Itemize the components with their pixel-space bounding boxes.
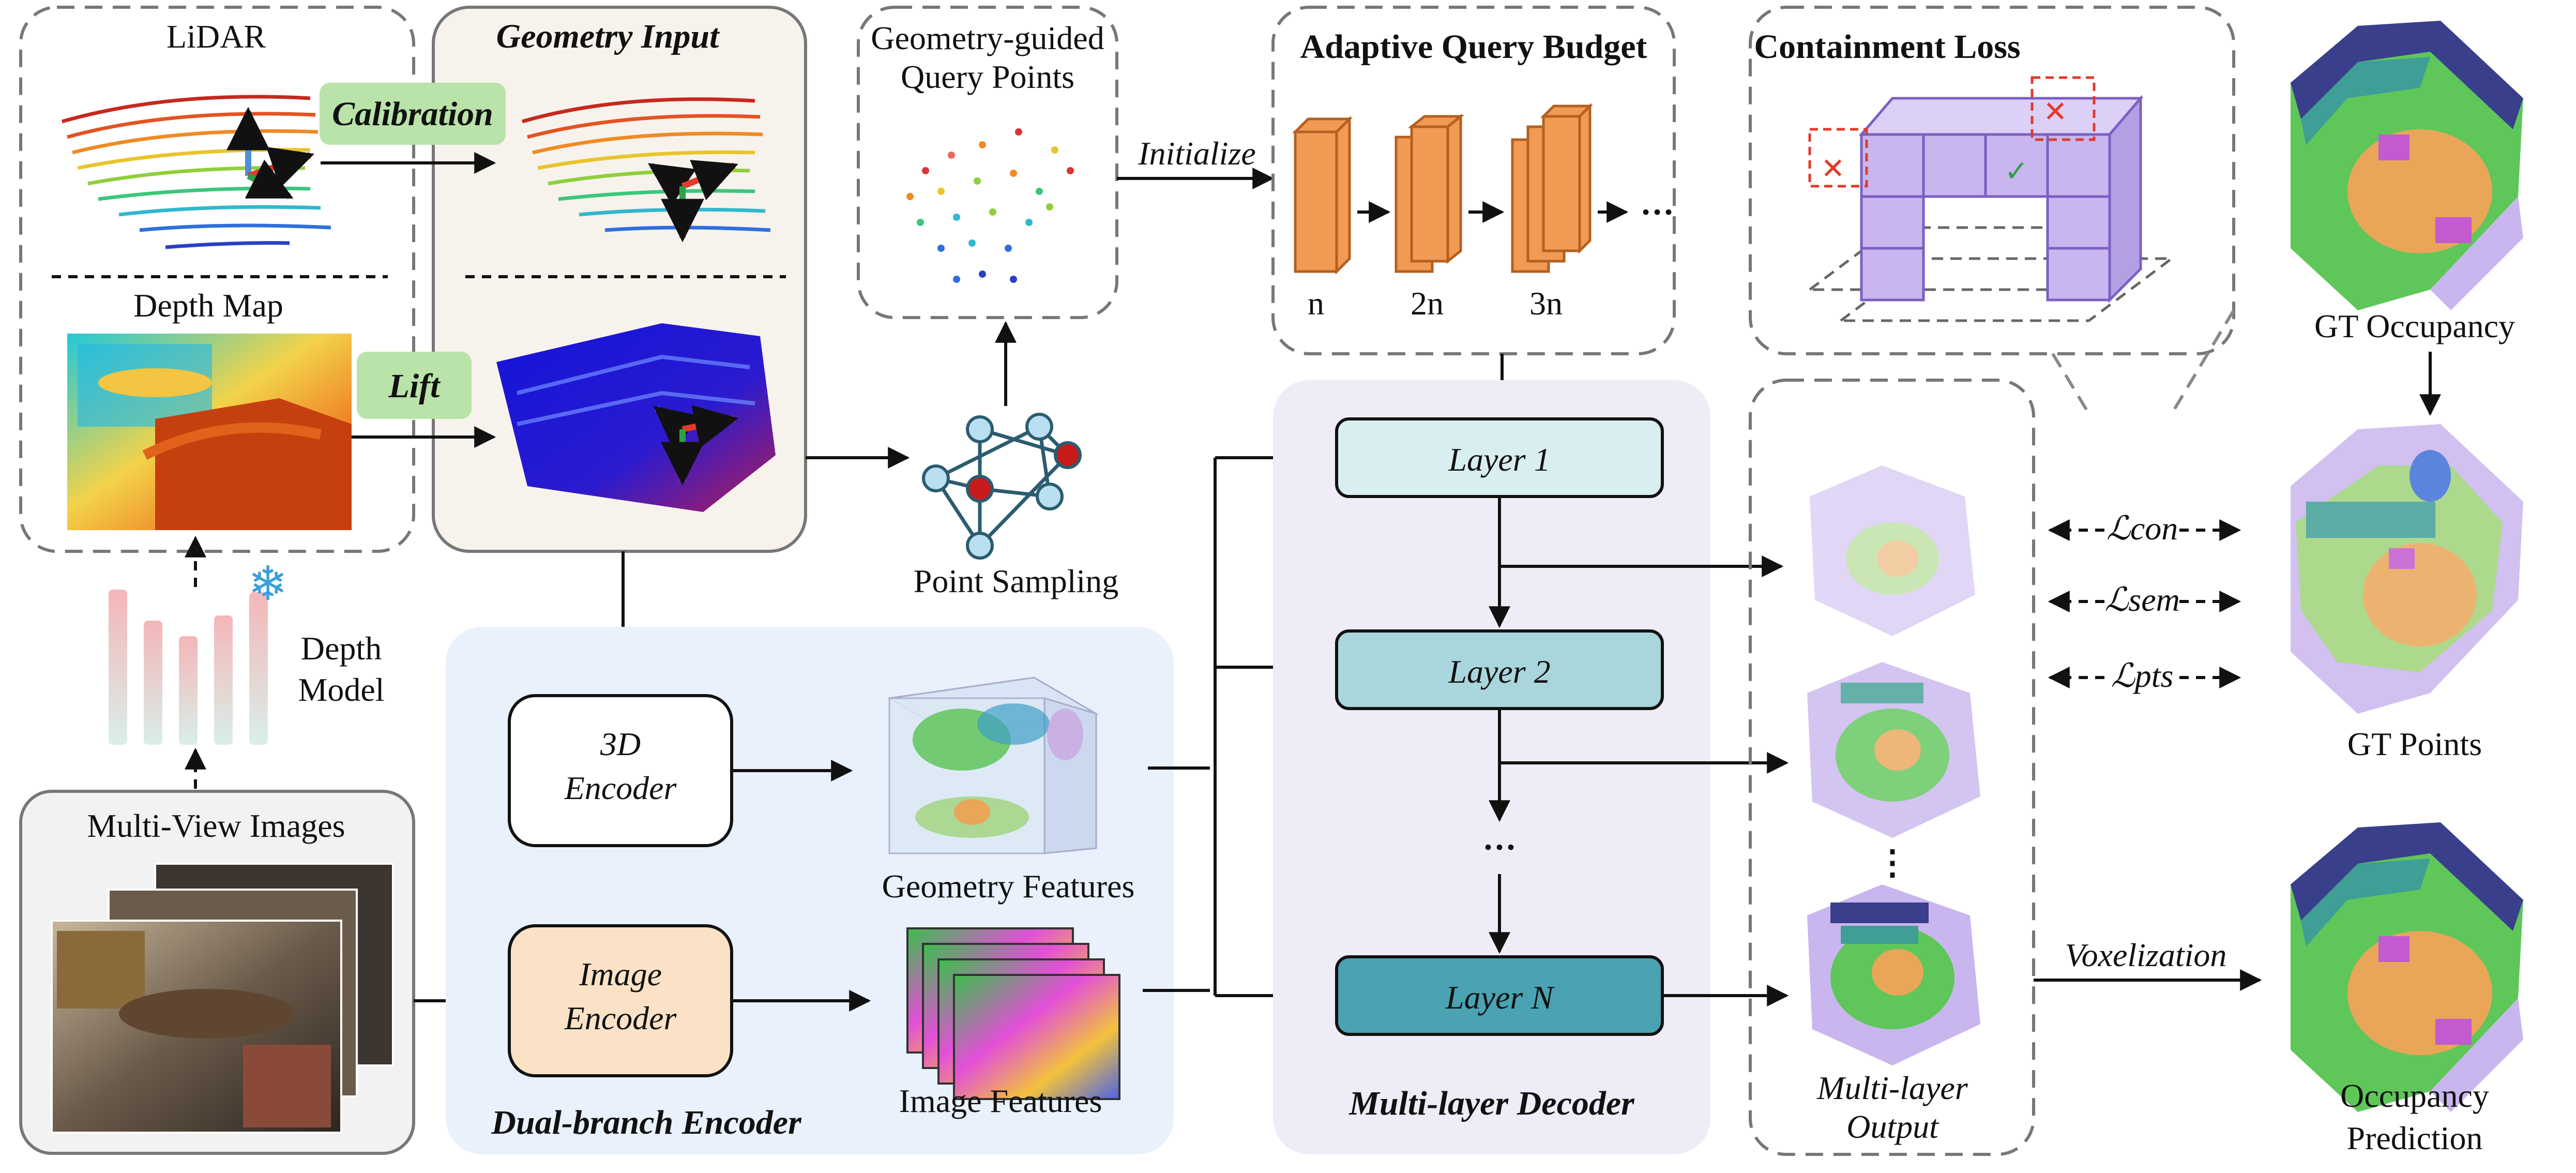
query-points-label-2: Query Points xyxy=(901,58,1074,95)
image-features-stack xyxy=(906,927,1120,1100)
geometry-features-label: Geometry Features xyxy=(882,868,1135,905)
calibration-label: Calibration xyxy=(332,95,493,133)
calibration-badge xyxy=(320,83,506,145)
calibrated-lidar-image xyxy=(522,97,771,243)
output-voxels-n xyxy=(1807,884,1980,1065)
output-dots: ⋮ xyxy=(1875,844,1910,882)
loss-sem-label: ℒsem xyxy=(2104,581,2180,618)
containment-loss-panel xyxy=(1749,6,2235,355)
lifted-pointcloud-image xyxy=(496,323,776,512)
snowflake-icon: ❄ xyxy=(248,558,287,610)
geometry-input-title: Geometry Input xyxy=(496,18,720,55)
containment-callout-right xyxy=(2170,309,2235,415)
adaptive-query-budget-title: Adaptive Query Budget xyxy=(1300,28,1647,66)
loss-pts-label: ℒpts xyxy=(2111,657,2174,694)
point-sampling-nodes xyxy=(922,413,1082,560)
multi-layer-output-label-1: Multi-layer xyxy=(1816,1070,1968,1106)
containment-callout-left xyxy=(2051,353,2090,415)
lidar-scan-image xyxy=(62,95,331,249)
query-points-label-1: Geometry-guided xyxy=(871,20,1104,56)
query-points-panel xyxy=(857,6,1118,319)
depth-map-label: Depth Map xyxy=(133,287,283,324)
loss-con-label: ℒcon xyxy=(2107,510,2178,547)
3d-encoder-label-2: Encoder xyxy=(564,770,677,806)
initialize-label: Initialize xyxy=(1138,135,1256,172)
image-features-label: Image Features xyxy=(899,1082,1102,1119)
gt-occupancy-render xyxy=(2291,21,2523,310)
output-voxels-2 xyxy=(1807,662,1980,838)
query-budget-blocks xyxy=(1292,102,1594,275)
layer-1-label: Layer 1 xyxy=(1448,441,1550,478)
depth-model-label-2: Model xyxy=(298,671,384,708)
image-encoder-label-2: Encoder xyxy=(564,1000,677,1036)
gt-points-label: GT Points xyxy=(2347,726,2482,762)
3d-encoder-label-1: 3D xyxy=(600,726,641,762)
geometry-features-cube xyxy=(887,676,1099,854)
budget-n-label: n xyxy=(1308,285,1324,322)
lidar-depth-panel xyxy=(19,6,415,553)
occupancy-prediction-render xyxy=(2291,822,2523,1112)
gt-points-render xyxy=(2291,424,2523,714)
lidar-label: LiDAR xyxy=(166,18,266,55)
depth-map-image xyxy=(67,334,352,530)
multi-view-images-label: Multi-View Images xyxy=(87,807,345,844)
budget-2n-label: 2n xyxy=(1411,285,1444,322)
check-mark-icon: ✓ xyxy=(2005,156,2029,188)
adaptive-query-budget-panel xyxy=(1271,6,1676,355)
layer-n-label: Layer N xyxy=(1445,979,1555,1016)
layer-2-label: Layer 2 xyxy=(1448,653,1550,690)
cross-mark-icon-left: ✕ xyxy=(1821,153,1845,185)
lift-label: Lift xyxy=(388,367,441,405)
multi-layer-output-panel xyxy=(1749,379,2035,1156)
dual-branch-encoder-title: Dual-branch Encoder xyxy=(491,1104,802,1141)
multi-layer-decoder-title: Multi-layer Decoder xyxy=(1348,1085,1635,1122)
voxelization-label: Voxelization xyxy=(2065,937,2227,973)
occupancy-prediction-label-2: Prediction xyxy=(2346,1120,2482,1156)
occupancy-prediction-label-1: Occupancy xyxy=(2340,1077,2489,1114)
depth-model-label-1: Depth xyxy=(301,630,382,667)
query-points-scatter xyxy=(906,128,1074,283)
output-voxels-1 xyxy=(1810,465,1975,636)
budget-more: ··· xyxy=(1640,193,1674,231)
image-encoder-label-1: Image xyxy=(579,956,662,992)
containment-voxels xyxy=(1806,76,2176,322)
multi-layer-output-label-2: Output xyxy=(1846,1108,1939,1145)
budget-3n-label: 3n xyxy=(1529,285,1563,322)
layer-dots: ··· xyxy=(1482,829,1517,866)
cross-mark-icon-top: ✕ xyxy=(2043,96,2068,128)
point-sampling-label: Point Sampling xyxy=(914,563,1119,599)
gt-occupancy-label: GT Occupancy xyxy=(2314,308,2515,344)
multi-view-images-photos xyxy=(51,863,394,1134)
containment-loss-title: Containment Loss xyxy=(1754,28,2020,66)
lift-badge xyxy=(357,352,472,419)
depth-model-icon xyxy=(109,590,268,745)
